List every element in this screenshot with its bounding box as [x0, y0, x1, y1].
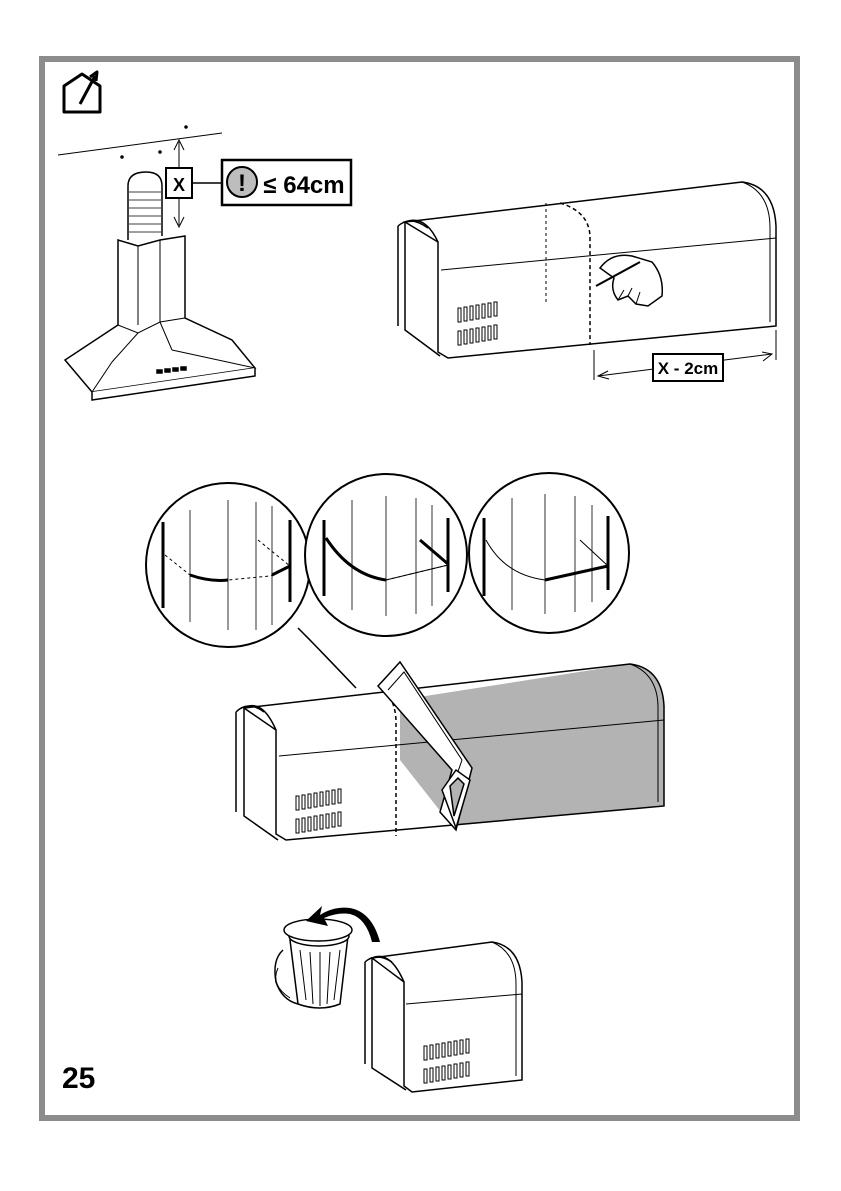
cut-off-cover-piece: [365, 942, 522, 1092]
outdoor-exhaust-icon: [64, 72, 100, 112]
svg-text:≤ 64cm: ≤ 64cm: [263, 172, 344, 199]
detail-circle-2: [305, 474, 467, 636]
warning-icon: !: [227, 167, 257, 197]
page-number: 25: [62, 1064, 95, 1094]
svg-text:X: X: [173, 175, 185, 195]
cut-length-label: X - 2cm: [653, 354, 723, 381]
trash-bin-icon: [275, 919, 352, 1008]
svg-text:X - 2cm: X - 2cm: [658, 359, 718, 378]
distance-x-label: X: [166, 168, 192, 198]
max-distance-callout: ! ≤ 64cm: [222, 160, 351, 205]
detail-circle-3: [469, 473, 629, 633]
svg-text:!: !: [238, 170, 246, 197]
duct-cover-marking: [398, 182, 776, 380]
